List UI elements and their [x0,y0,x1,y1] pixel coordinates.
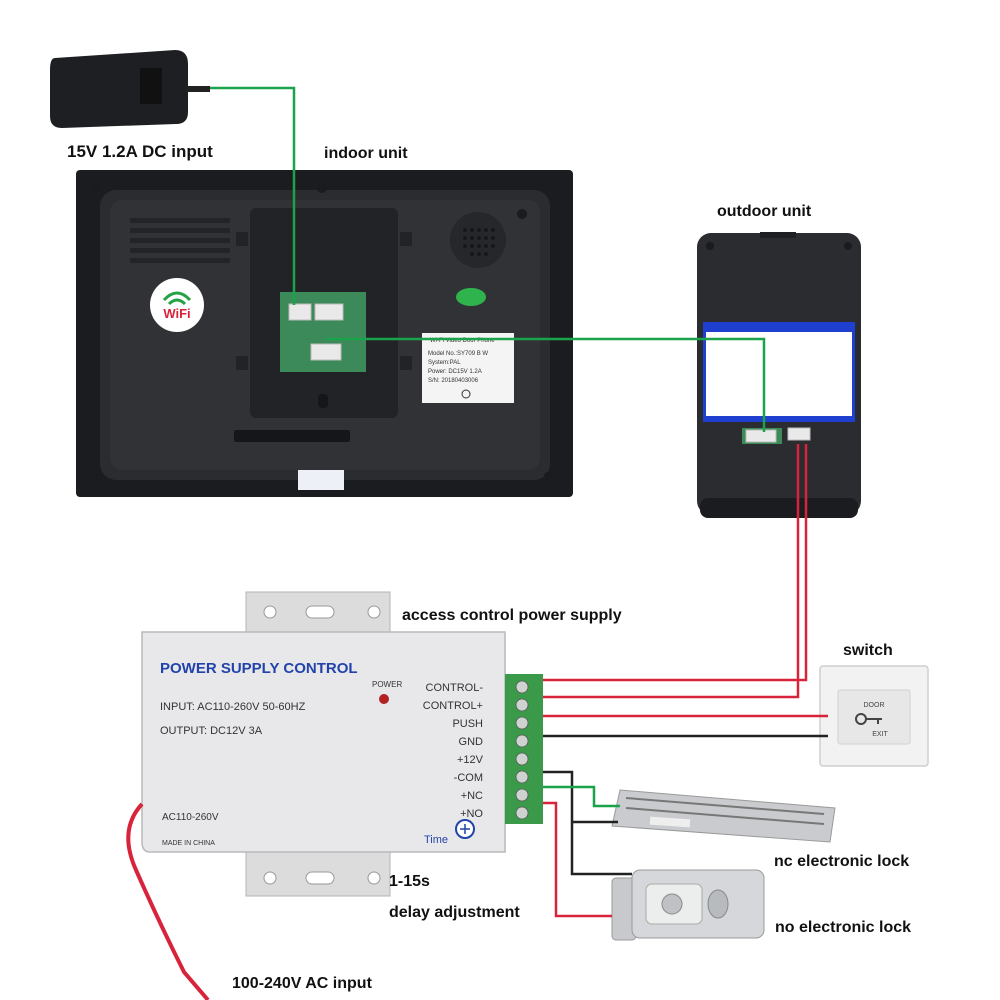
psu-title: POWER SUPPLY CONTROL [160,660,358,677]
vent-slots [130,218,230,263]
power-adapter [50,50,210,128]
delay-range-label: 1-15s [389,873,430,890]
nc-lock-label: nc electronic lock [774,853,909,870]
indoor-unit-label: indoor unit [324,145,408,162]
power-led-icon [379,694,389,704]
terminal-label: PUSH [452,718,483,730]
sticker-power: Power: DC15V 1.2A [428,369,482,375]
psu-box: POWER SUPPLY CONTROL INPUT: AC110-260V 5… [141,591,543,897]
label-window [706,332,852,416]
psu-input: INPUT: AC110-260V 50-60HZ [160,701,306,713]
terminal-label: +12V [457,754,484,766]
wifi-logo-text: WiFi [163,306,190,321]
terminal-label: +NO [460,808,483,820]
sticker-serial: S/N: 20180403006 [428,378,479,384]
outdoor-unit [697,232,861,518]
no-lock-label: no electronic lock [775,919,911,936]
outdoor-unit-label: outdoor unit [717,203,812,220]
nc-lock-device [611,789,836,843]
time-label: Time [424,834,448,846]
access-power-label: access control power supply [402,607,622,624]
no-lock-device [611,869,765,941]
terminal-block [505,674,543,824]
certification-badge [456,288,486,306]
dc-input-label: 15V 1.2A DC input [67,142,213,161]
sticker-title: Wi-Fi Video Door Phone [430,338,495,344]
wires [126,86,828,1000]
wifi-logo-icon [150,278,204,332]
door-text: DOOR [864,702,885,709]
sticker-system: System:PAL [428,360,461,366]
speaker-grill [450,212,506,268]
terminal-label: -COM [454,772,483,784]
terminal-label: GND [459,736,484,748]
terminal-label: +NC [461,790,483,802]
power-led-label: POWER [372,680,402,689]
sticker-model: Model No.:SY709 B W [428,351,488,357]
psu-made-in: MADE IN CHINA [162,840,215,847]
bottom-label [298,470,344,490]
indoor-unit: WiFi Wi-Fi Video Door Phone Model No.:SY… [76,170,573,497]
psu-ac-range: AC110-260V [162,812,219,823]
terminal-label: CONTROL- [426,682,484,694]
ac-input-label: 100-240V AC input [232,975,373,992]
exit-text: EXIT [872,731,888,738]
exit-switch: DOOR EXIT [819,665,929,767]
spec-sticker [422,333,514,403]
terminal-label: CONTROL+ [423,700,483,712]
switch-label: switch [843,642,893,659]
psu-output: OUTPUT: DC12V 3A [160,725,263,737]
delay-adjust-label: delay adjustment [389,904,520,921]
